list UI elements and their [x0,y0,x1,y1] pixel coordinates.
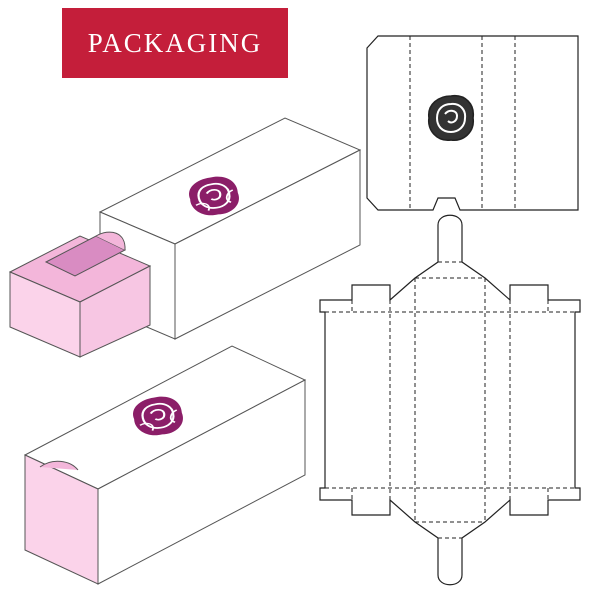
banner-title: PACKAGING [87,27,263,58]
drawer-box-top [8,117,362,358]
packaging-banner: PACKAGING [62,8,288,78]
tray-dieline [319,214,581,586]
drawer-box-bottom [23,345,307,585]
rose-icon [427,94,475,142]
